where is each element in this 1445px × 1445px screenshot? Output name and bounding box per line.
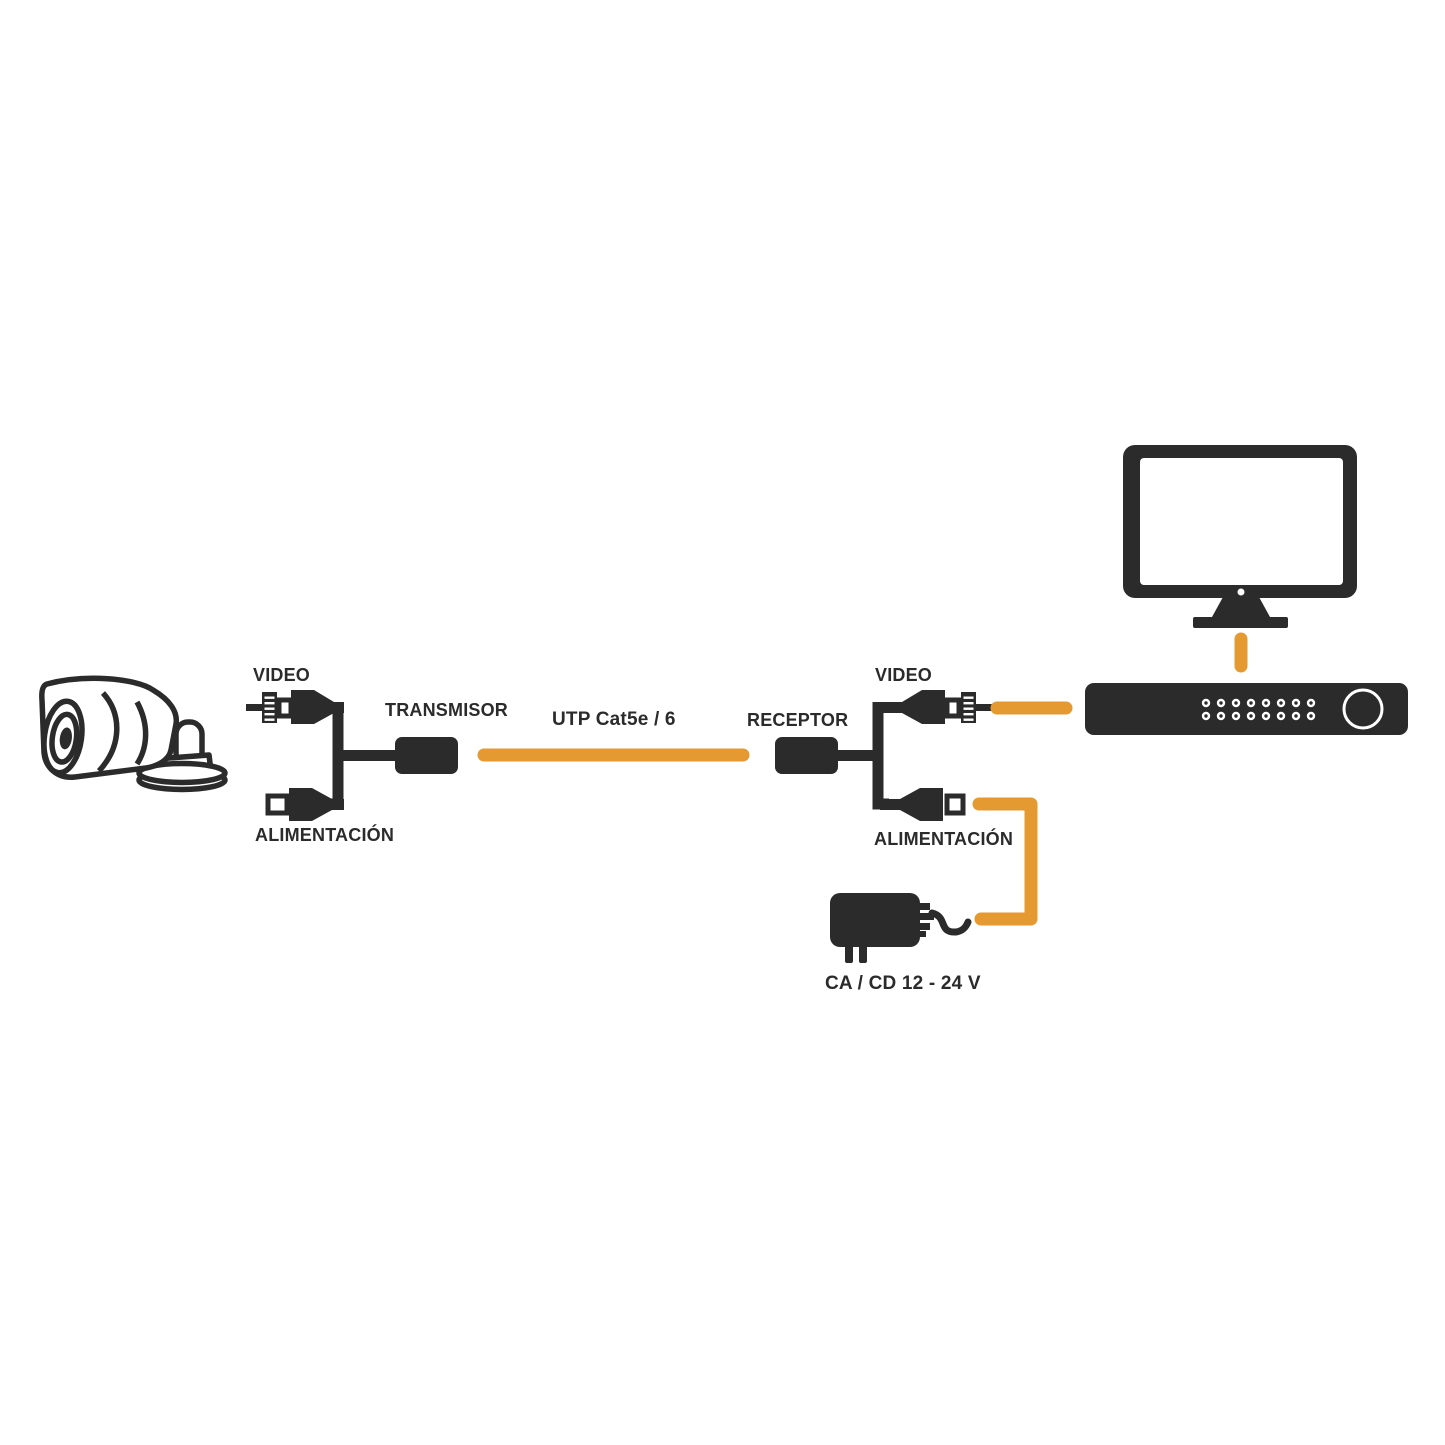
label-video-left: VIDEO [253, 665, 311, 685]
label-alimentacion-left: ALIMENTACIÓN [255, 825, 395, 845]
label-receptor: RECEPTOR [747, 710, 849, 730]
power-plug-right-icon [880, 788, 966, 821]
bnc-connector-right-icon [880, 690, 992, 724]
adapter-cable [928, 909, 972, 936]
label-transmisor: TRANSMISOR [385, 700, 508, 720]
dvr-jog-dial [1342, 688, 1384, 730]
camera-lens [41, 698, 85, 776]
label-video-right: VIDEO [875, 665, 933, 685]
power-adapter-icon [830, 893, 972, 963]
bnc-connector-left-icon [246, 690, 344, 724]
transmitter-balun-icon [395, 737, 458, 774]
cctv-camera-icon [39, 675, 228, 793]
power-to-adapter-line [972, 797, 1038, 926]
label-power-rating: CA / CD 12 - 24 V [825, 973, 981, 994]
dvr-icon [1085, 683, 1408, 735]
dvr-vent-dots [1201, 698, 1316, 721]
power-plug-left-icon [265, 788, 344, 821]
monitor-icon [1123, 445, 1357, 628]
receiver-balun-icon [775, 737, 838, 774]
transmitter-y-cable [327, 702, 400, 810]
label-utp-cable: UTP Cat5e / 6 [552, 709, 676, 730]
label-alimentacion-right: ALIMENTACIÓN [874, 829, 1014, 849]
